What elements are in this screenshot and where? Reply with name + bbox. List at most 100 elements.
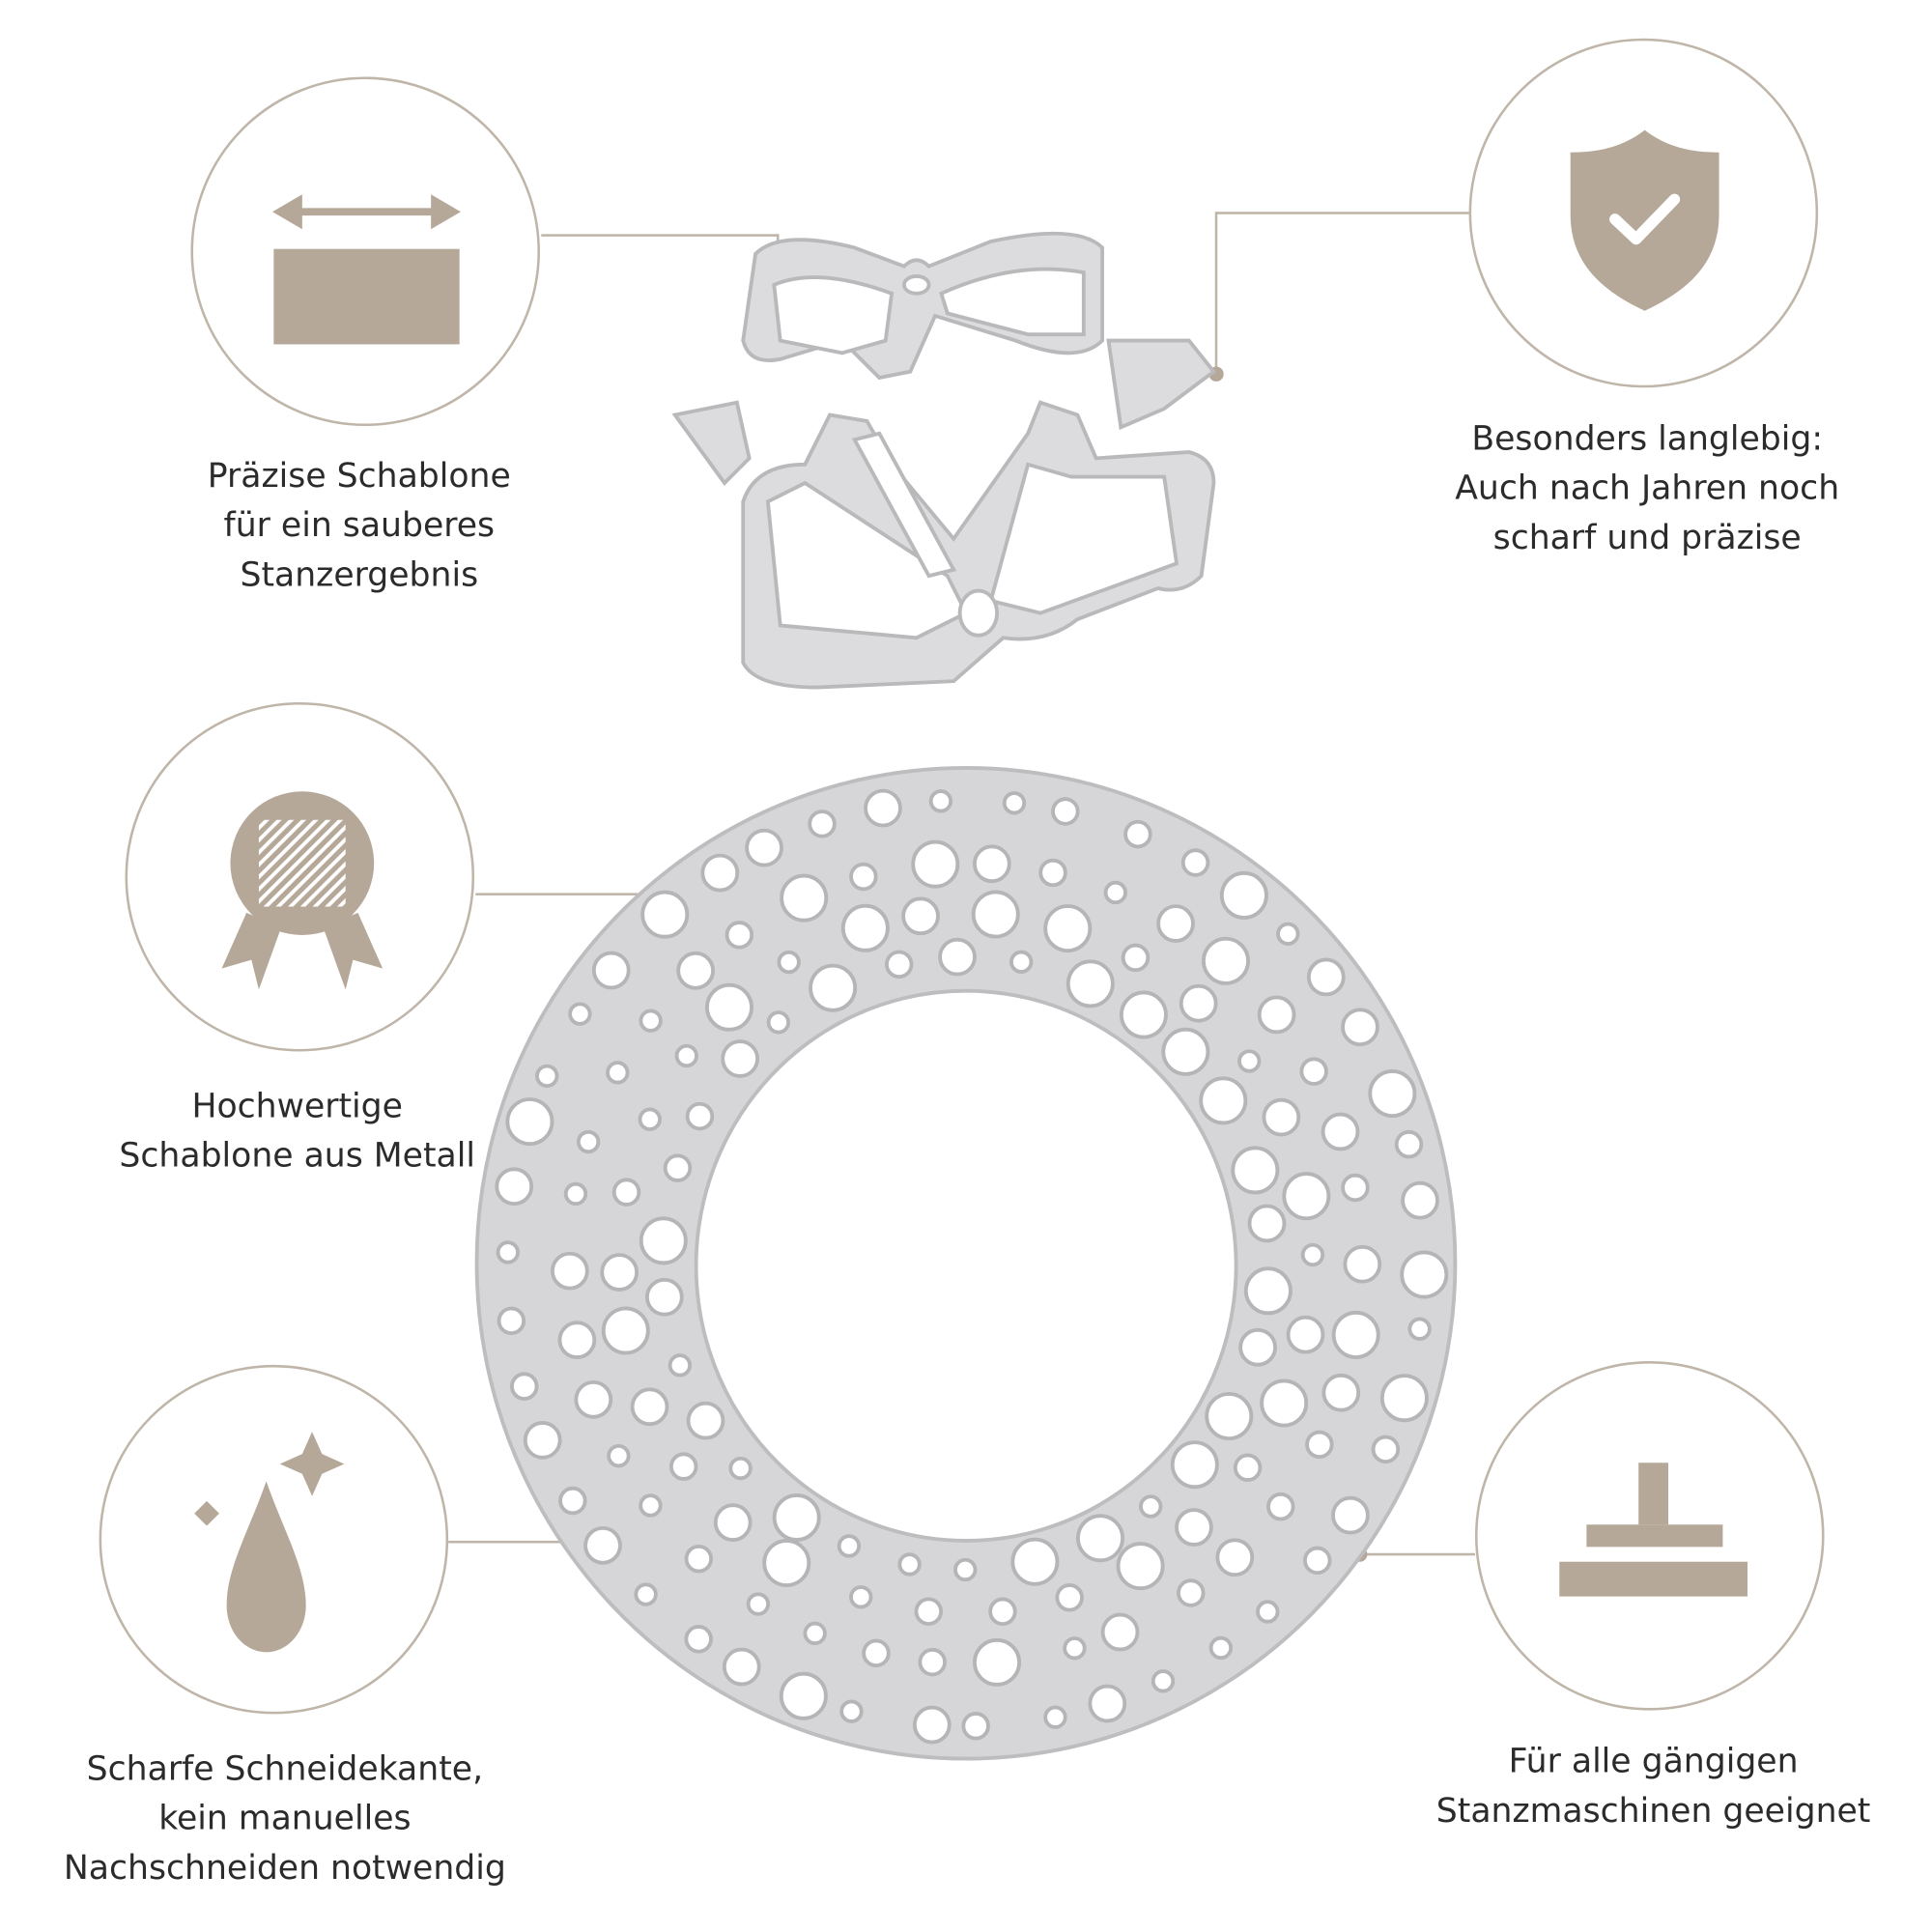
wreath-hole: [839, 1699, 864, 1723]
wreath-hole: [840, 903, 890, 952]
caption-line: Präzise Schablone: [207, 457, 511, 496]
wreath-hole: [912, 1705, 952, 1745]
caption-line: Stanzergebnis: [240, 555, 479, 595]
wreath-hole: [1201, 936, 1250, 985]
wreath-hole: [1256, 1600, 1280, 1624]
wreath-hole: [901, 896, 940, 936]
wreath-hole: [1199, 1076, 1248, 1125]
connector-line: [475, 893, 662, 895]
wreath-hole: [568, 1002, 592, 1026]
wreath-hole: [1343, 1244, 1382, 1284]
wreath-die-product-image: [474, 765, 1458, 1761]
wreath-hole: [495, 1167, 534, 1207]
wreath-hole: [1379, 1374, 1429, 1423]
feature-circle-precision: [190, 76, 540, 427]
feature-circle-compatible: [1474, 1361, 1825, 1711]
wreath-hole: [1368, 1069, 1417, 1119]
wreath-hole: [606, 1061, 630, 1085]
wreath-hole: [779, 1671, 828, 1720]
wreath-hole: [762, 1538, 811, 1587]
wreath-hole: [1119, 990, 1168, 1039]
caption-metal: Hochwertige Schablone aus Metall: [99, 1083, 496, 1182]
wreath-hole: [1401, 1180, 1439, 1220]
wreath-hole: [1247, 1204, 1287, 1243]
wreath-hole: [837, 1534, 862, 1558]
wreath-hole: [1121, 943, 1151, 973]
wreath-hole: [721, 1039, 759, 1078]
wreath-hole: [1321, 1112, 1360, 1151]
wreath-hole: [600, 1253, 639, 1292]
wreath-hole: [849, 862, 878, 892]
wreath-hole: [988, 1597, 1017, 1627]
wreath-hole: [1055, 1583, 1084, 1612]
wreath-hole: [1302, 1546, 1332, 1576]
wreath-hole: [497, 1306, 526, 1336]
wreath-hole: [864, 788, 902, 828]
wreath-hole: [1051, 797, 1080, 826]
wreath-hole: [583, 1525, 622, 1565]
wreath-hole: [918, 1647, 947, 1677]
wreath-hole: [684, 1625, 713, 1654]
wreath-hole: [745, 828, 783, 867]
wreath-hole: [777, 950, 801, 975]
wreath-hole: [1219, 870, 1268, 920]
wreath-hole: [591, 951, 631, 990]
wreath-hole: [1407, 1317, 1432, 1341]
caption-line: Stanzmaschinen geeignet: [1435, 1792, 1871, 1831]
wreath-hole: [1205, 1392, 1254, 1441]
wreath-hole: [803, 1621, 827, 1646]
wreath-hole: [724, 921, 754, 950]
wreath-hole: [1276, 922, 1300, 946]
wreath-hole: [1262, 1097, 1301, 1137]
caption-line: für ein sauberes: [223, 506, 496, 546]
wreath-hole: [1076, 1514, 1125, 1563]
wreath-hole: [1065, 959, 1115, 1009]
wreath-hole: [1321, 1373, 1361, 1412]
wreath-hole: [1341, 1173, 1370, 1203]
wreath-hole: [1043, 904, 1093, 953]
wreath-hole: [1179, 983, 1218, 1023]
wreath-hole: [809, 963, 858, 1012]
wreath-hole: [1043, 1705, 1067, 1729]
wreath-hole: [630, 1387, 669, 1427]
wreath-hole: [607, 1443, 631, 1468]
wreath-hole: [684, 1544, 714, 1574]
feature-circle-durable: [1468, 38, 1819, 388]
connector-line: [1359, 1552, 1475, 1556]
wreath-hole: [1305, 1430, 1334, 1460]
wreath-hole: [1286, 1315, 1325, 1354]
wreath-hole: [496, 1240, 520, 1264]
wreath-hole: [1300, 1242, 1325, 1267]
wreath-hole: [686, 1401, 725, 1440]
feature-circle-metal: [125, 701, 475, 1052]
wreath-hole: [638, 1107, 662, 1131]
wreath-hole: [1103, 880, 1127, 905]
wreath-hole: [1161, 1027, 1210, 1076]
wreath-hole: [611, 1178, 641, 1207]
wreath-hole: [700, 853, 740, 893]
wreath-hole: [1009, 950, 1034, 974]
caption-line: Für alle gängigen: [1508, 1742, 1799, 1781]
wreath-hole: [808, 810, 837, 838]
wreath-hole: [563, 1181, 588, 1207]
wreath-hole: [685, 1101, 715, 1131]
wreath-hole: [1180, 848, 1210, 877]
wreath-hole: [722, 1647, 761, 1687]
wreath-hole: [704, 982, 753, 1032]
caption-line: Auch nach Jahren noch: [1455, 469, 1840, 508]
caption-line: Scharfe Schneidekante,: [86, 1749, 484, 1789]
wreath-hole: [1341, 1008, 1379, 1047]
wreath-hole: [1231, 1146, 1280, 1195]
wreath-hole: [772, 1492, 821, 1542]
caption-precision: Präzise Schablone für ein sauberes Stanz…: [173, 452, 545, 601]
connector-line: [1214, 212, 1218, 373]
wreath-hole: [897, 1552, 922, 1577]
wreath-hole: [766, 1010, 791, 1035]
wreath-hole: [1139, 1494, 1163, 1519]
caption-line: Hochwertige: [191, 1087, 403, 1126]
caption-line: Nachschneiden notwendig: [63, 1849, 506, 1888]
wreath-hole: [1331, 1310, 1380, 1359]
caption-compatible: Für alle gängigen Stanzmaschinen geeigne…: [1412, 1738, 1895, 1837]
wreath-hole: [574, 1379, 613, 1419]
wreath-hole: [1238, 1327, 1277, 1367]
